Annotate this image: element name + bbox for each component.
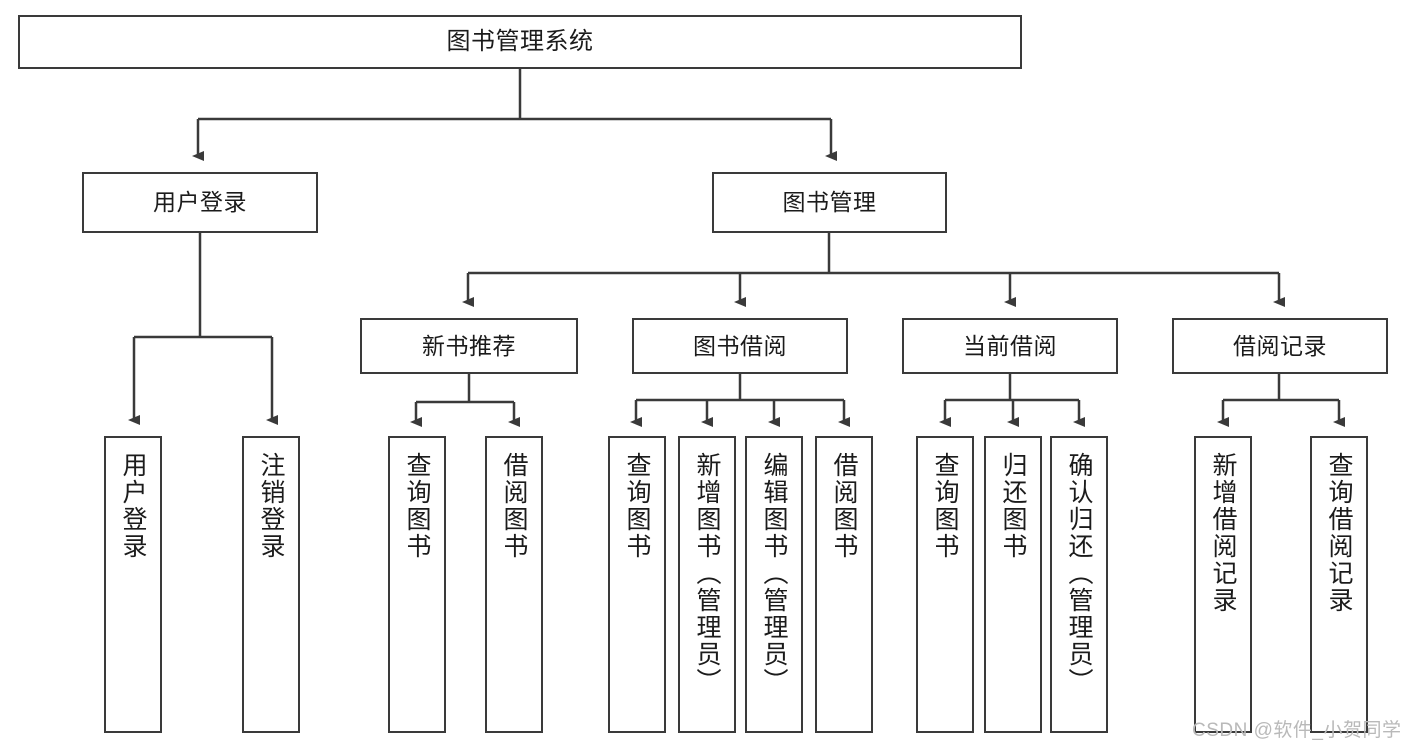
node-leaf-add-borrow-record[interactable]: 新增借阅记录 xyxy=(1194,436,1252,733)
node-leaf-borrow-book-recommend[interactable]: 借阅图书 xyxy=(485,436,543,733)
node-book-management[interactable]: 图书管理 xyxy=(712,172,947,233)
node-user-login[interactable]: 用户登录 xyxy=(82,172,318,233)
node-label: 查询图书 xyxy=(623,452,651,560)
node-label: 编辑图书（管理员） xyxy=(760,452,788,695)
node-leaf-query-book-borrow[interactable]: 查询图书 xyxy=(608,436,666,733)
node-label: 注销登录 xyxy=(257,452,285,560)
node-label: 查询图书 xyxy=(931,452,959,560)
node-label: 新书推荐 xyxy=(422,332,516,359)
node-new-book-recommend[interactable]: 新书推荐 xyxy=(360,318,578,374)
node-leaf-user-login[interactable]: 用户登录 xyxy=(104,436,162,733)
node-leaf-query-borrow-record[interactable]: 查询借阅记录 xyxy=(1310,436,1368,733)
node-leaf-logout[interactable]: 注销登录 xyxy=(242,436,300,733)
node-label: 确认归还（管理员） xyxy=(1065,452,1093,695)
watermark-text: CSDN @软件_小贺同学 xyxy=(1192,720,1402,741)
node-label: 用户登录 xyxy=(119,452,147,560)
node-leaf-borrow-book[interactable]: 借阅图书 xyxy=(815,436,873,733)
node-label: 新增借阅记录 xyxy=(1209,452,1237,614)
node-label: 图书管理 xyxy=(782,189,877,215)
node-label: 当前借阅 xyxy=(963,332,1057,359)
node-leaf-add-book-admin[interactable]: 新增图书（管理员） xyxy=(678,436,736,733)
node-current-borrow[interactable]: 当前借阅 xyxy=(902,318,1118,374)
node-label: 归还图书 xyxy=(999,452,1027,560)
node-label: 图书管理系统 xyxy=(446,28,594,55)
node-leaf-query-book-recommend[interactable]: 查询图书 xyxy=(388,436,446,733)
node-book-borrow[interactable]: 图书借阅 xyxy=(632,318,848,374)
node-leaf-confirm-return-admin[interactable]: 确认归还（管理员） xyxy=(1050,436,1108,733)
node-label: 新增图书（管理员） xyxy=(693,452,721,695)
node-label: 查询借阅记录 xyxy=(1325,452,1353,614)
node-borrow-record[interactable]: 借阅记录 xyxy=(1172,318,1388,374)
node-label: 图书借阅 xyxy=(693,332,787,359)
node-label: 查询图书 xyxy=(403,452,431,560)
node-leaf-return-book[interactable]: 归还图书 xyxy=(984,436,1042,733)
node-label: 借阅记录 xyxy=(1233,332,1327,359)
node-leaf-query-book-current[interactable]: 查询图书 xyxy=(916,436,974,733)
node-label: 用户登录 xyxy=(153,189,247,215)
node-leaf-edit-book-admin[interactable]: 编辑图书（管理员） xyxy=(745,436,803,733)
node-label: 借阅图书 xyxy=(500,452,528,560)
node-label: 借阅图书 xyxy=(830,452,858,560)
node-root-book-management-system[interactable]: 图书管理系统 xyxy=(18,15,1022,69)
